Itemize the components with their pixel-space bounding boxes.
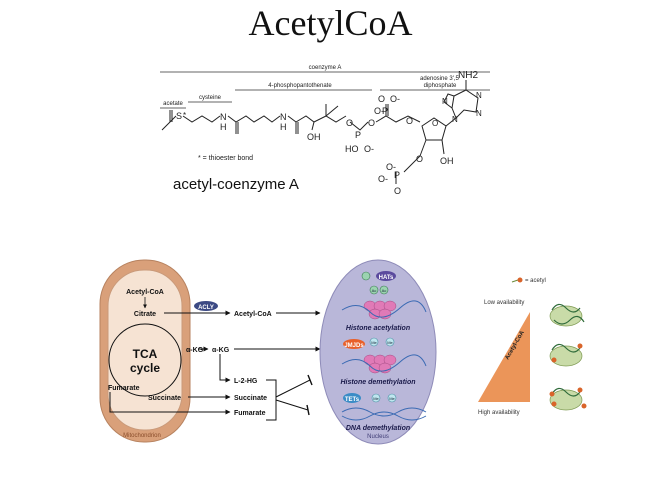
atom-o4: O [406, 116, 413, 126]
atom-o-minus5: O- [378, 174, 388, 184]
nucleosome-group-1 [363, 300, 397, 320]
histone-acetylation: Histone acetylation [346, 325, 410, 332]
me-label-1: Me [371, 340, 377, 345]
atom-ho: HO [345, 144, 359, 154]
atom-o6: O [416, 154, 423, 164]
me-label-3: Me [373, 396, 379, 401]
mito-succinate: Succinate [148, 395, 181, 402]
atom-o-minus3: O- [374, 106, 384, 116]
atom-star: * [183, 111, 186, 120]
label-acetate: acetate [163, 101, 183, 107]
histone-demethylation: Histone demethylation [340, 379, 415, 386]
nucleosome-high [549, 387, 587, 411]
cyto-succinate: Succinate [234, 395, 267, 402]
atom-p1: P [355, 130, 361, 140]
tca-cycle-ring [108, 323, 182, 397]
ac-circle-2 [369, 285, 379, 295]
mitochondrion-label: Mitochondrion [123, 433, 161, 439]
acetyl-legend-dot [517, 277, 523, 283]
acetyl-legend: = acetyl [525, 278, 546, 284]
atom-p3: P [394, 170, 400, 180]
atom-o-minus4: O- [386, 162, 396, 172]
atom-o-minus1: O- [364, 144, 374, 154]
label-adenosine: adenosine 3',5' [420, 76, 460, 82]
hats-label: HATs [379, 275, 394, 281]
tca-cycle-line2: cycle [130, 361, 160, 375]
availability-panel: = acetyl Low availability Acetyl-CoA Hig… [478, 277, 587, 416]
jmjds-badge [343, 339, 365, 349]
atom-o1: O [346, 118, 353, 128]
label-diphosphate: diphosphate [424, 83, 457, 89]
atom-o3: O [378, 94, 385, 104]
acly-label: ACLY [198, 305, 214, 311]
cyto-l2hg: L-2-HG [234, 378, 258, 385]
cyto-fumarate: Fumarate [234, 410, 266, 417]
ac-circle-3 [379, 285, 389, 295]
cyto-acetyl-coa: Acetyl-CoA [234, 311, 272, 318]
structure-caption: acetyl-coenzyme A [173, 176, 299, 193]
nucleosome-group-2 [363, 354, 397, 374]
metabolism-diagram: Mitochondrion Acetyl-CoA Citrate TCA cyc… [99, 259, 437, 445]
nucleus-label: Nucleus [367, 434, 389, 440]
ac-label-1: Ac [372, 288, 377, 293]
availability-triangle [478, 312, 530, 402]
mitochondrion-inner [107, 269, 183, 431]
nucleus [319, 259, 437, 445]
atom-n-b: N [476, 109, 482, 118]
nucleosome-low [549, 303, 585, 327]
atom-n-c: N [442, 97, 448, 106]
me-circle-1 [369, 337, 379, 347]
high-availability: High availability [478, 410, 520, 416]
atom-o2: O [368, 118, 375, 128]
jmjds-label: JMJDs [344, 343, 364, 349]
atom-n1: N [220, 112, 227, 122]
me-circle-3 [371, 393, 381, 403]
me-circle-4 [387, 393, 397, 403]
atom-n-a: N [476, 91, 482, 100]
atom-p2: P [382, 106, 388, 116]
page-title: AcetylCoA [248, 3, 413, 43]
atom-n2: N [280, 112, 287, 122]
atom-o-minus2: O- [390, 94, 400, 104]
atom-o5: O [432, 119, 438, 128]
tets-label: TETs [345, 397, 360, 403]
nucleosome-mid [549, 343, 583, 367]
me-label-2: Me [387, 340, 393, 345]
cyto-akg: α-KG [212, 347, 230, 354]
atom-o7: O [394, 186, 401, 196]
atom-nh2: NH2 [458, 70, 478, 81]
label-coenzyme-a: coenzyme A [309, 65, 342, 71]
tca-cycle-line1: TCA [133, 347, 158, 361]
acly-badge [194, 301, 218, 311]
hats-badge [376, 271, 396, 281]
atom-oh2: OH [440, 156, 454, 166]
dna-demethylation: DNA demethylation [346, 425, 410, 432]
mito-acetyl-coa: Acetyl-CoA [126, 289, 164, 296]
mito-akg: α-KG [186, 347, 204, 354]
me-circle-2 [385, 337, 395, 347]
thioester-note: * = thioester bond [198, 155, 253, 162]
atom-h2: H [280, 122, 287, 132]
label-cysteine: cysteine [199, 95, 222, 101]
me-label-4: Me [389, 396, 395, 401]
tets-badge [343, 393, 361, 403]
atom-n-d: N [452, 115, 458, 124]
atom-oh1: OH [307, 132, 321, 142]
ac-label-2: Ac [382, 288, 387, 293]
ac-circle-1 [361, 271, 371, 281]
acetyl-coa-structure: coenzyme A 4-phosphopantothenate adenosi… [160, 65, 490, 196]
low-availability: Low availability [484, 300, 524, 306]
mito-citrate: Citrate [134, 311, 156, 318]
label-phosphopantothenate: 4-phosphopantothenate [268, 83, 332, 89]
mito-fumarate: Fumarate [108, 385, 140, 392]
atom-h1: H [220, 122, 227, 132]
atom-s: S [176, 111, 182, 121]
